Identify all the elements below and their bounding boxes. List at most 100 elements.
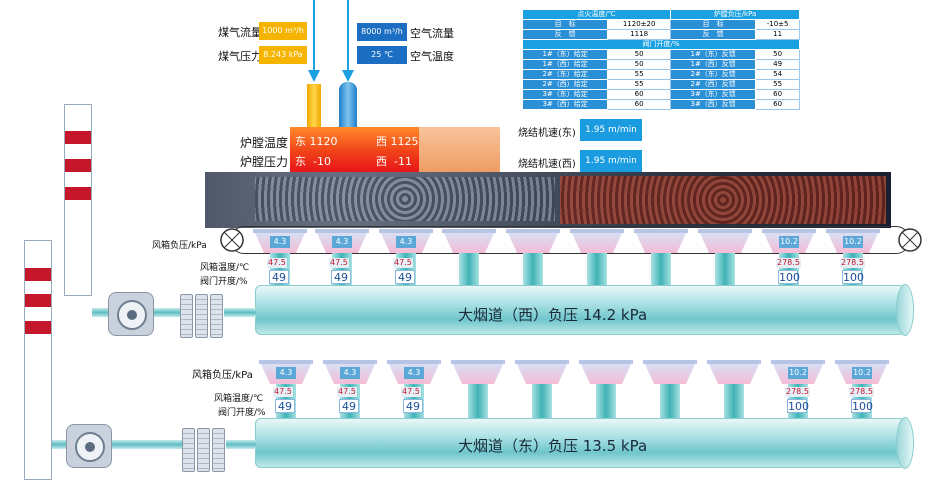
windbox-temperature: 47.5 xyxy=(393,258,413,268)
windbox-valve: 49 xyxy=(269,270,289,284)
windbox-top xyxy=(515,360,569,364)
windbox-pressure: 4.3 xyxy=(270,236,290,248)
furnace-west-temp: 西 1125 xyxy=(376,135,419,148)
table-cell: 3#（西）给定 xyxy=(521,99,609,110)
table-cell: 反 馈 xyxy=(521,29,609,40)
west-filter-icon xyxy=(210,294,223,338)
supply-arrows xyxy=(308,0,354,82)
windbox-top xyxy=(442,229,496,233)
windbox-top xyxy=(771,360,825,364)
windbox-hopper xyxy=(517,364,567,384)
west-filter-icon xyxy=(195,294,208,338)
table-cell: 1#（西）给定 xyxy=(521,59,609,70)
windbox-top xyxy=(323,360,377,364)
coal-pressure-value: 8.243 kPa xyxy=(259,46,307,64)
table-cell: 54 xyxy=(755,69,800,80)
table-cell: 50 xyxy=(607,59,672,70)
east-temp-label: 风箱温度/℃ xyxy=(214,394,264,404)
table-cell: 3#（东）给定 xyxy=(521,89,609,100)
windbox-temperature: 47.5 xyxy=(337,387,357,397)
windbox-top xyxy=(387,360,441,364)
windbox-valve: 100 xyxy=(778,270,800,284)
furnace-east-press: 东 -10 xyxy=(295,155,331,168)
table-cell: 60 xyxy=(755,99,800,110)
table-cell: 2#（西）反馈 xyxy=(670,79,757,90)
windbox-top xyxy=(826,229,880,233)
windbox-hopper xyxy=(508,233,558,253)
air-flow-label: 空气流量 xyxy=(410,27,454,40)
windbox-pressure: 10.2 xyxy=(788,367,808,379)
windbox-hopper xyxy=(700,233,750,253)
machine-speed-west-label: 烧结机速(西) xyxy=(518,159,576,170)
windbox-temperature: 47.5 xyxy=(267,258,287,268)
west-main-duct xyxy=(255,285,905,335)
windbox-pressure: 10.2 xyxy=(843,236,863,248)
west-fan-pipe xyxy=(154,308,180,317)
table-cell: 3#（东）反馈 xyxy=(670,89,757,100)
furnace-hood xyxy=(419,127,500,173)
windbox-pressure: 4.3 xyxy=(404,367,424,379)
east-press-label: 风箱负压/kPa xyxy=(192,370,253,381)
windbox-stem xyxy=(596,384,616,418)
table-cell: 50 xyxy=(607,49,672,60)
air-temp-value: 25 ℃ xyxy=(357,46,407,64)
east-fan-pipe xyxy=(112,440,182,449)
table-cell: 1#（东）反馈 xyxy=(670,49,757,60)
table-cell: 2#（西）给定 xyxy=(521,79,609,90)
windbox-top xyxy=(643,360,697,364)
windbox-temperature: 278.5 xyxy=(849,387,874,397)
windbox-top xyxy=(762,229,816,233)
ignition-params-table: 点火温度/℃ 炉膛负压/kPa 目 标 1120±20 目 标 -10±5 反 … xyxy=(521,9,800,110)
windbox-top xyxy=(259,360,313,364)
sinter-bed-hot xyxy=(560,176,886,224)
west-valve-label: 阀门开度/% xyxy=(200,277,248,287)
conveyor-wheel-left-icon xyxy=(220,228,244,252)
table-cell: 目 标 xyxy=(670,19,757,30)
furnace-temp-label: 炉膛温度 xyxy=(240,136,289,150)
windbox-stem xyxy=(651,253,671,285)
windbox-hopper xyxy=(636,233,686,253)
windbox-stem xyxy=(459,253,479,285)
windbox-valve: 100 xyxy=(842,270,864,284)
windbox-stem xyxy=(468,384,488,418)
table-cell: 1120±20 xyxy=(607,19,672,30)
windbox-stem xyxy=(724,384,744,418)
windbox-hopper xyxy=(453,364,503,384)
windbox-valve: 49 xyxy=(403,399,423,413)
east-filter-icon xyxy=(212,428,225,472)
east-duct-end xyxy=(896,417,914,469)
windbox-stem xyxy=(660,384,680,418)
table-cell: 11 xyxy=(755,29,800,40)
windbox-top xyxy=(634,229,688,233)
windbox-temperature: 47.5 xyxy=(273,387,293,397)
table-cell: 60 xyxy=(755,89,800,100)
east-chimney-pipe xyxy=(52,440,72,449)
table-cell: 55 xyxy=(607,79,672,90)
windbox-temperature: 47.5 xyxy=(329,258,349,268)
windbox-top xyxy=(379,229,433,233)
air-temp-label: 空气温度 xyxy=(410,50,454,63)
windbox-temperature: 278.5 xyxy=(840,258,865,268)
windbox-top xyxy=(253,229,307,233)
ignition-furnace xyxy=(290,127,419,173)
west-chimney-pipe xyxy=(92,308,112,317)
windbox-valve: 49 xyxy=(331,270,351,284)
table-header-valve: 阀门开度/% xyxy=(522,39,800,50)
windbox-stem xyxy=(532,384,552,418)
air-flow-value: 8000 m³/h xyxy=(357,23,407,41)
coal-flow-label: 煤气流量 xyxy=(218,26,262,39)
west-filter-icon xyxy=(180,294,193,338)
chimney-west xyxy=(64,104,92,296)
windbox-top xyxy=(315,229,369,233)
machine-speed-east-label: 烧结机速(东) xyxy=(518,128,576,139)
windbox-temperature: 278.5 xyxy=(785,387,810,397)
west-fan-icon xyxy=(108,292,154,336)
table-cell: -10±5 xyxy=(755,19,800,30)
table-header-pressure: 炉膛负压/kPa xyxy=(670,9,800,20)
east-valve-label: 阀门开度/% xyxy=(218,408,266,418)
